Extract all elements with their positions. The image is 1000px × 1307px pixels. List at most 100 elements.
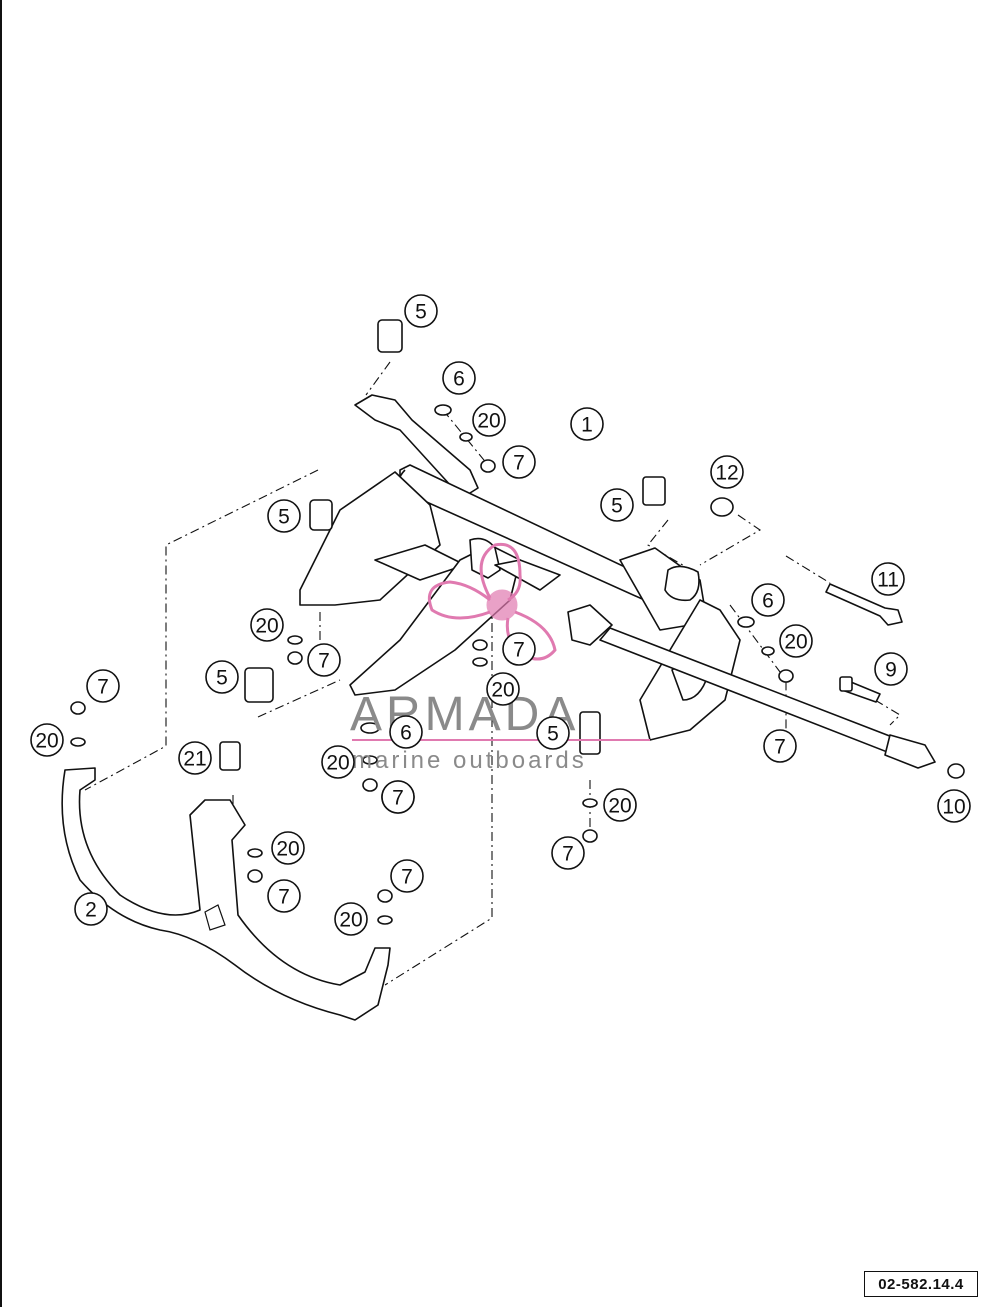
callout-circle [937,789,971,823]
callout-number: 10 [942,796,965,819]
callout-20: 20 [472,403,506,437]
callout-circle [381,780,415,814]
callout-5: 5 [205,660,239,694]
callout-number: 5 [415,301,427,324]
watermark-tagline: marine outboards [352,747,587,774]
callout-9: 9 [874,652,908,686]
armada-logo-icon [427,542,557,661]
callout-circle [536,716,570,750]
callout-number: 7 [513,639,525,662]
callout-6: 6 [442,361,476,395]
callout-circle [551,836,585,870]
callout-number: 6 [400,722,412,745]
callout-7: 7 [86,669,120,703]
rubber-mounts [219,319,666,771]
callout-7: 7 [390,859,424,893]
callout-number: 20 [35,730,58,753]
callout-2: 2 [74,892,108,926]
callout-circle [710,455,744,489]
callout-1: 1 [570,407,604,441]
callout-number: 2 [85,899,97,922]
callout-circle [442,361,476,395]
callout-number: 7 [97,676,109,699]
callout-number: 7 [318,650,330,673]
callout-20: 20 [779,624,813,658]
callout-number: 5 [278,506,290,529]
diagram-reference-code: 02-582.14.4 [864,1271,978,1297]
armada-watermark: ARMADA marine outboards [350,542,650,774]
callout-number: 5 [216,667,228,690]
callout-7: 7 [381,780,415,814]
callout-20: 20 [250,608,284,642]
callout-number: 20 [477,410,500,433]
left-border-line [0,0,2,1307]
callout-circle [389,715,423,749]
callout-circle [86,669,120,703]
callout-circle [267,499,301,533]
callout-number: 11 [877,569,899,592]
callout-5: 5 [267,499,301,533]
callout-number: 7 [401,866,413,889]
callout-20: 20 [486,672,520,706]
callout-20: 20 [603,788,637,822]
callout-circle [570,407,604,441]
callout-circle [472,403,506,437]
callout-5: 5 [404,294,438,328]
callout-circle [874,652,908,686]
callout-number: 20 [608,795,631,818]
callout-number: 20 [276,838,299,861]
callout-7: 7 [502,445,536,479]
callout-6: 6 [751,583,785,617]
callout-7: 7 [267,879,301,913]
callout-number: 7 [392,787,404,810]
nuts-and-washers [70,404,965,925]
callout-20: 20 [334,902,368,936]
callout-number: 6 [762,590,774,613]
callout-number: 20 [784,631,807,654]
callout-circle [178,741,212,775]
callout-number: 6 [453,368,465,391]
callout-circle [779,624,813,658]
callout-20: 20 [271,831,305,865]
callout-7: 7 [763,729,797,763]
callout-number: 7 [513,452,525,475]
callout-circle [74,892,108,926]
callout-circle [603,788,637,822]
callout-5: 5 [600,488,634,522]
callout-number: 20 [491,679,514,702]
callout-number: 1 [581,414,593,437]
callout-20: 20 [30,723,64,757]
callout-number: 20 [339,909,362,932]
callout-number: 5 [611,495,623,518]
callout-circle [267,879,301,913]
callout-number: 7 [562,843,574,866]
lower-bracket [61,767,391,1021]
callout-circle [502,632,536,666]
callout-number: 7 [774,736,786,759]
callout-20: 20 [321,745,355,779]
callout-number: 9 [885,659,897,682]
callout-21: 21 [178,741,212,775]
callout-circle [321,745,355,779]
callout-number: 21 [183,748,206,771]
callout-circle [205,660,239,694]
callout-circle [334,902,368,936]
callout-number: 20 [255,615,278,638]
callout-number: 5 [547,723,559,746]
callout-circle [600,488,634,522]
callout-number: 20 [326,752,349,775]
engine-frame [299,394,936,769]
callout-circle [250,608,284,642]
bolts [825,583,903,703]
callout-circle [763,729,797,763]
callout-circle [390,859,424,893]
callout-circle [751,583,785,617]
callout-number: 12 [715,462,738,485]
callout-circle [871,562,905,596]
callout-circle [307,643,341,677]
callout-circle [30,723,64,757]
callout-circle [486,672,520,706]
part-callouts: 1255555666777777777791011122020202020202… [30,294,971,936]
callout-7: 7 [551,836,585,870]
